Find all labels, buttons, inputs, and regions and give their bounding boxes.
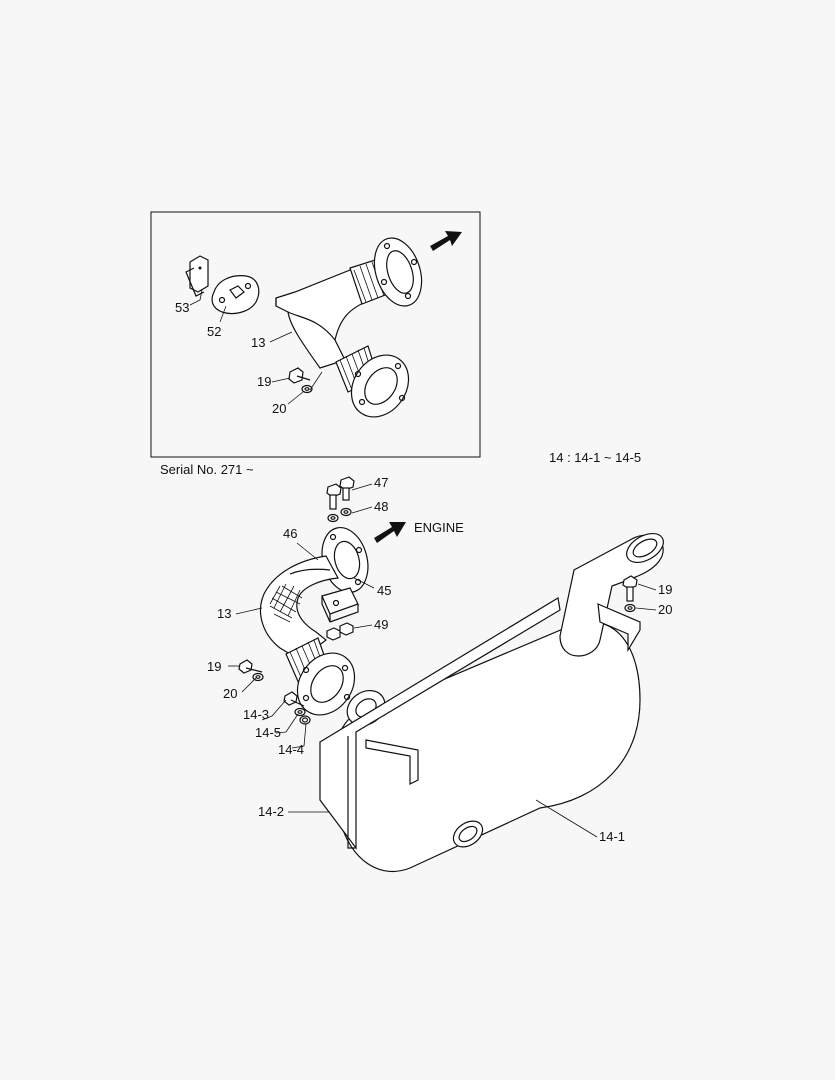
bracket-part — [321, 587, 359, 623]
muffler-body — [332, 532, 664, 873]
direction-arrow-icon — [430, 231, 462, 251]
assembly-note: 14 : 14-1 ~ 14-5 — [549, 450, 641, 465]
callout-14-2: 14-2 — [258, 804, 284, 819]
washer-part — [301, 384, 313, 394]
callout-13: 13 — [251, 335, 265, 350]
elbow-pipe — [259, 555, 339, 661]
callout-19: 19 — [207, 659, 221, 674]
callout-53: 53 — [175, 300, 189, 315]
callout-48: 48 — [374, 499, 388, 514]
gasket-part — [211, 275, 260, 315]
bracket-part — [185, 255, 209, 297]
lower-flange — [296, 652, 356, 716]
bolt-part — [622, 575, 638, 602]
callout-46: 46 — [283, 526, 297, 541]
callout-52: 52 — [207, 324, 221, 339]
lower-flange — [350, 354, 410, 418]
callout-14-4: 14-4 — [278, 742, 304, 757]
callout-19: 19 — [257, 374, 271, 389]
mounting-bracket — [319, 597, 641, 850]
callout-20: 20 — [223, 686, 237, 701]
serial-note: Serial No. 271 ~ — [160, 462, 254, 477]
pipe-part — [275, 237, 423, 418]
bolt-part — [288, 367, 311, 384]
bolt-part — [326, 476, 355, 510]
upper-flange — [373, 237, 423, 307]
washer-part — [294, 707, 311, 725]
callout-20-right: 20 — [658, 602, 672, 617]
bolt-part — [283, 691, 305, 707]
inset-detail: 53 52 13 19 20 — [150, 211, 481, 458]
direction-arrow-icon — [374, 522, 406, 543]
callout-47: 47 — [374, 475, 388, 490]
washer-part — [624, 603, 636, 613]
callout-19-right: 19 — [658, 582, 672, 597]
callout-14-1: 14-1 — [599, 829, 625, 844]
callout-45: 45 — [377, 583, 391, 598]
callout-14-3: 14-3 — [243, 707, 269, 722]
washer-part — [327, 507, 352, 523]
engine-label: ENGINE — [414, 520, 464, 535]
callout-20: 20 — [272, 401, 286, 416]
callout-49: 49 — [374, 617, 388, 632]
bolt-part — [238, 659, 263, 674]
inset-frame — [150, 211, 481, 458]
callout-13: 13 — [217, 606, 231, 621]
callout-14-5: 14-5 — [255, 725, 281, 740]
nut-part — [326, 622, 354, 641]
main-assembly: ENGINE — [207, 475, 672, 873]
